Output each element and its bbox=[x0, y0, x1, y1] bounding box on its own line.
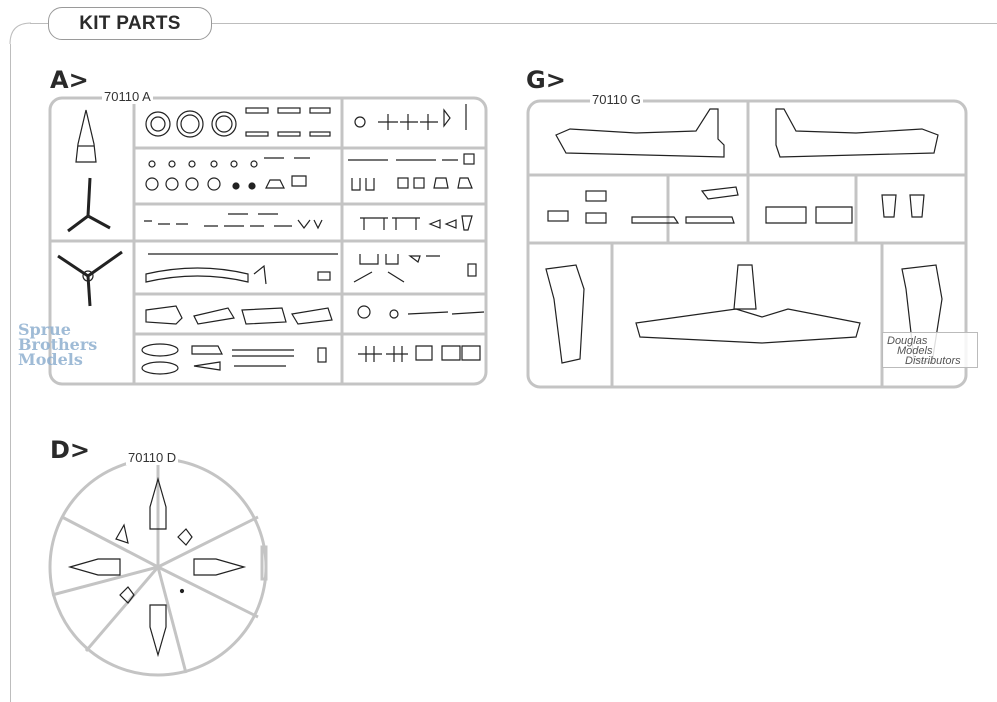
kit-parts-tab: KIT PARTS bbox=[48, 7, 212, 40]
sprue-brothers-watermark: Sprue Brothers Models bbox=[18, 320, 98, 369]
section-a-label: A> bbox=[50, 66, 89, 94]
sprue-d-code: 70110 D bbox=[126, 450, 179, 465]
frame-top-line bbox=[212, 23, 997, 24]
frame-top-left-line bbox=[30, 23, 50, 24]
frame-left-line bbox=[10, 44, 11, 702]
sprue-d bbox=[48, 457, 268, 677]
sprue-a bbox=[48, 96, 488, 386]
kit-parts-title: KIT PARTS bbox=[79, 12, 181, 34]
douglas-watermark: Douglas Models Distributors bbox=[882, 332, 978, 368]
sprue-a-code: 70110 A bbox=[102, 89, 153, 104]
section-d-label: D> bbox=[50, 436, 91, 464]
sprue-g bbox=[526, 99, 968, 389]
frame-corner bbox=[9, 22, 32, 45]
section-g-label: G> bbox=[526, 66, 566, 94]
sprue-g-code: 70110 G bbox=[590, 92, 643, 107]
